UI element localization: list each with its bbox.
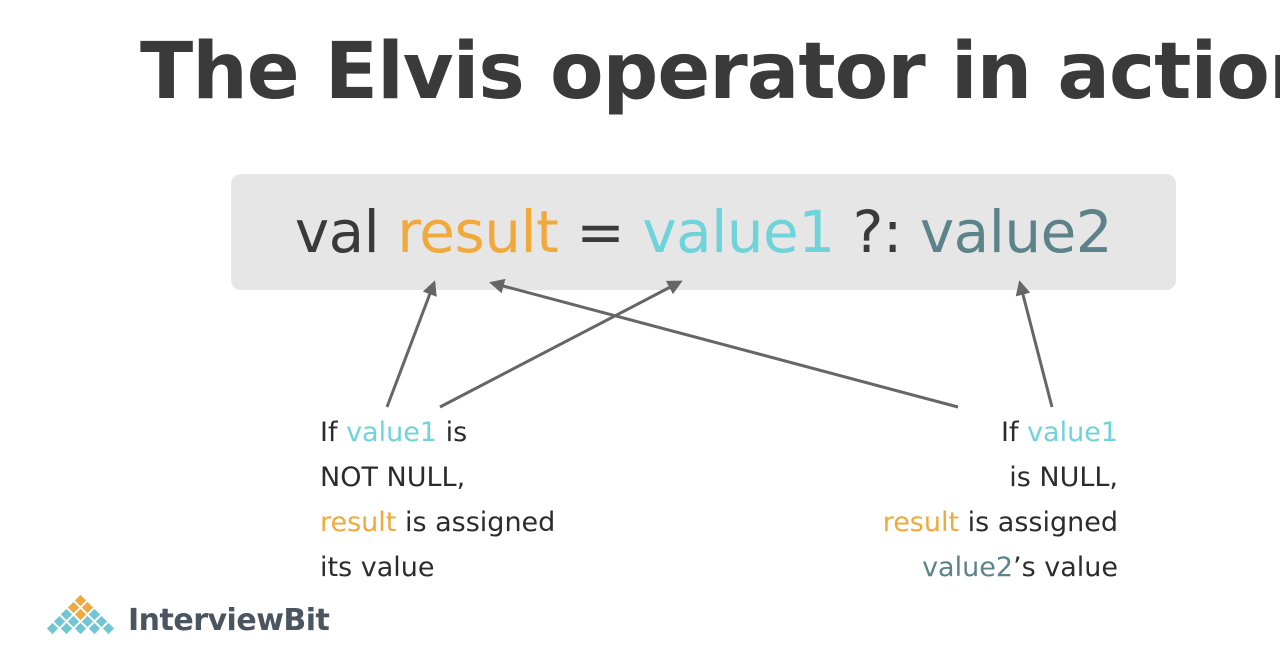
code-box: val result = value1 ?: value2: [231, 174, 1176, 290]
note-right-line-2: is NULL,: [1009, 462, 1118, 493]
note-left-line-2: NOT NULL,: [320, 462, 466, 493]
note-right-line-4: value2’s value: [922, 552, 1118, 583]
note-left-line-3: result is assigned: [320, 507, 556, 538]
arrow-left-to-result: [385, 280, 437, 408]
arrow-right-to-result: [489, 278, 959, 409]
note-right-line-3: result is assigned: [882, 507, 1118, 538]
note-null: If value1 is NULL, result is assigned va…: [883, 410, 1118, 590]
code-token-equals: =: [576, 198, 625, 266]
interviewbit-logo: InterviewBit: [42, 590, 330, 650]
code-keyword-val: val: [294, 198, 380, 266]
code-token-elvis-operator: ?:: [852, 198, 903, 266]
note-not-null: If value1 is NOT NULL, result is assigne…: [320, 410, 555, 590]
note-left-line-4: its value: [320, 552, 435, 583]
code-token-result: result: [397, 198, 559, 266]
arrow-left-to-value1: [439, 280, 683, 409]
logo-diamond-icon: [45, 594, 116, 636]
note-left-line-1: If value1 is: [320, 417, 468, 448]
note-right-line-1: If value1: [1001, 417, 1118, 448]
logo-text: InterviewBit: [128, 602, 330, 638]
code-token-value1: value1: [642, 198, 835, 266]
arrow-right-to-value2: [1015, 280, 1054, 408]
page-title: The Elvis operator in action: [140, 27, 1280, 117]
code-token-value2: value2: [919, 198, 1113, 266]
